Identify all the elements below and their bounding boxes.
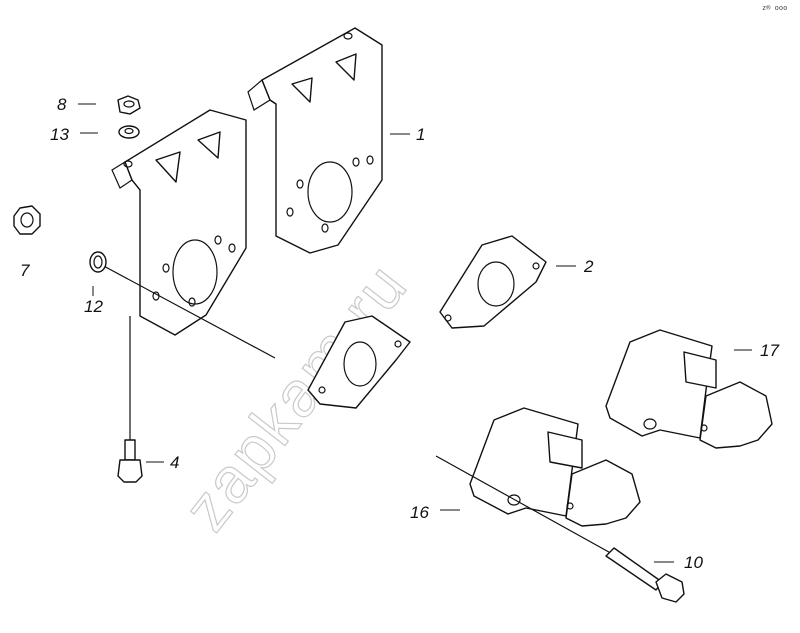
washer-12 (89, 251, 107, 273)
socket-front-16 (469, 407, 641, 527)
gasket-rear (439, 235, 547, 329)
callout-16: 16 (410, 503, 429, 522)
callout-4: 4 (170, 453, 179, 472)
socket-rear-17 (605, 329, 773, 449)
callout-7: 7 (20, 261, 30, 280)
flange-nut-7 (13, 205, 41, 235)
nut-8 (117, 95, 141, 115)
corner-code: z® ooo (762, 4, 787, 12)
callout-12: 12 (84, 297, 103, 316)
callout-17: 17 (760, 341, 779, 360)
bracket-front (111, 109, 247, 336)
washer-13 (118, 125, 140, 139)
bracket-rear (247, 27, 383, 254)
callout-10: 10 (684, 553, 703, 572)
bolt-10 (605, 547, 685, 603)
bolt-4 (117, 439, 143, 483)
callout-8: 8 (57, 95, 67, 114)
gasket-front (307, 315, 411, 409)
callout-1: 1 (416, 125, 425, 144)
callout-2: 2 (583, 257, 594, 276)
callout-13: 13 (50, 125, 69, 144)
